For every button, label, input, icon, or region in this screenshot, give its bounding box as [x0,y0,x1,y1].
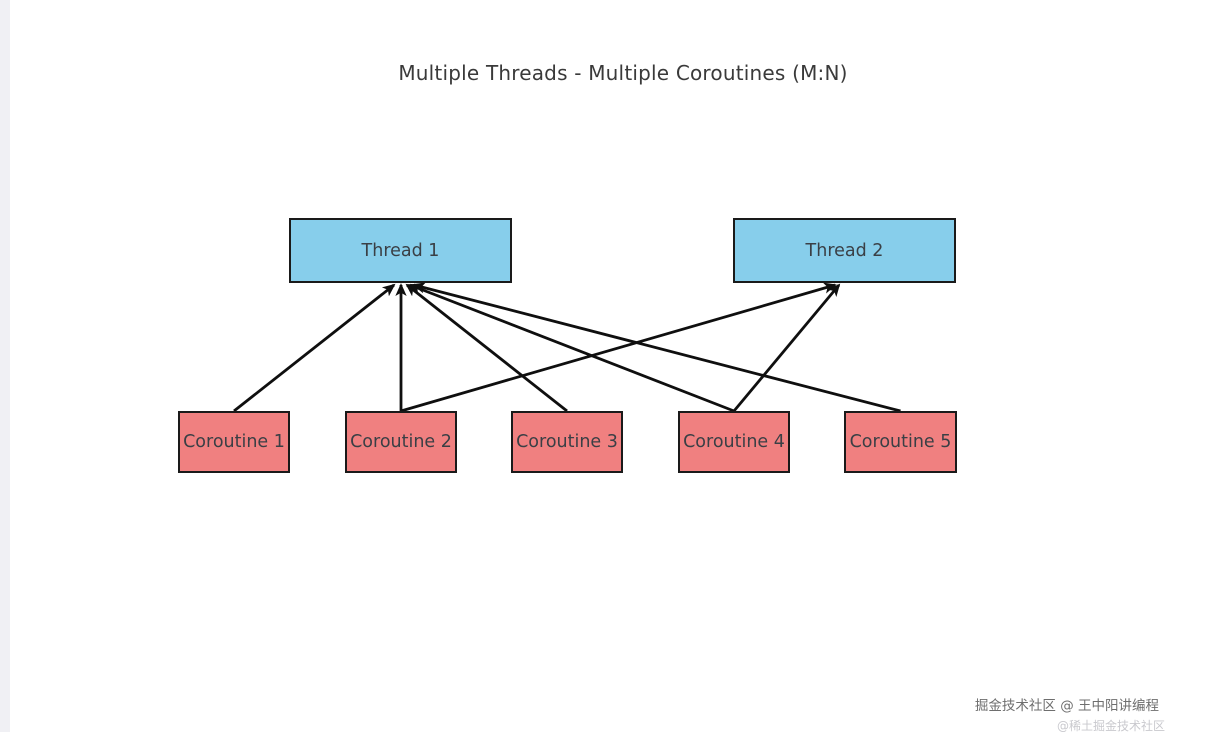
edge-coroutine-4-to-thread-2 [732,283,841,412]
edge-coroutine-5-to-thread-1 [412,282,901,413]
diagram-title: Multiple Threads - Multiple Coroutines (… [398,61,848,85]
edge-coroutine-3-to-thread-1 [405,283,568,413]
watermark-primary: 掘金技术社区 @ 王中阳讲编程 [974,698,1159,714]
edge-coroutine-2-to-thread-2 [400,282,837,413]
watermark-faint: @稀土掘金技术社区 [1056,719,1165,732]
edge-coroutine-4-to-thread-1 [408,283,735,413]
left-gutter [0,0,10,732]
edge-coroutine-1-to-thread-1 [233,283,396,413]
